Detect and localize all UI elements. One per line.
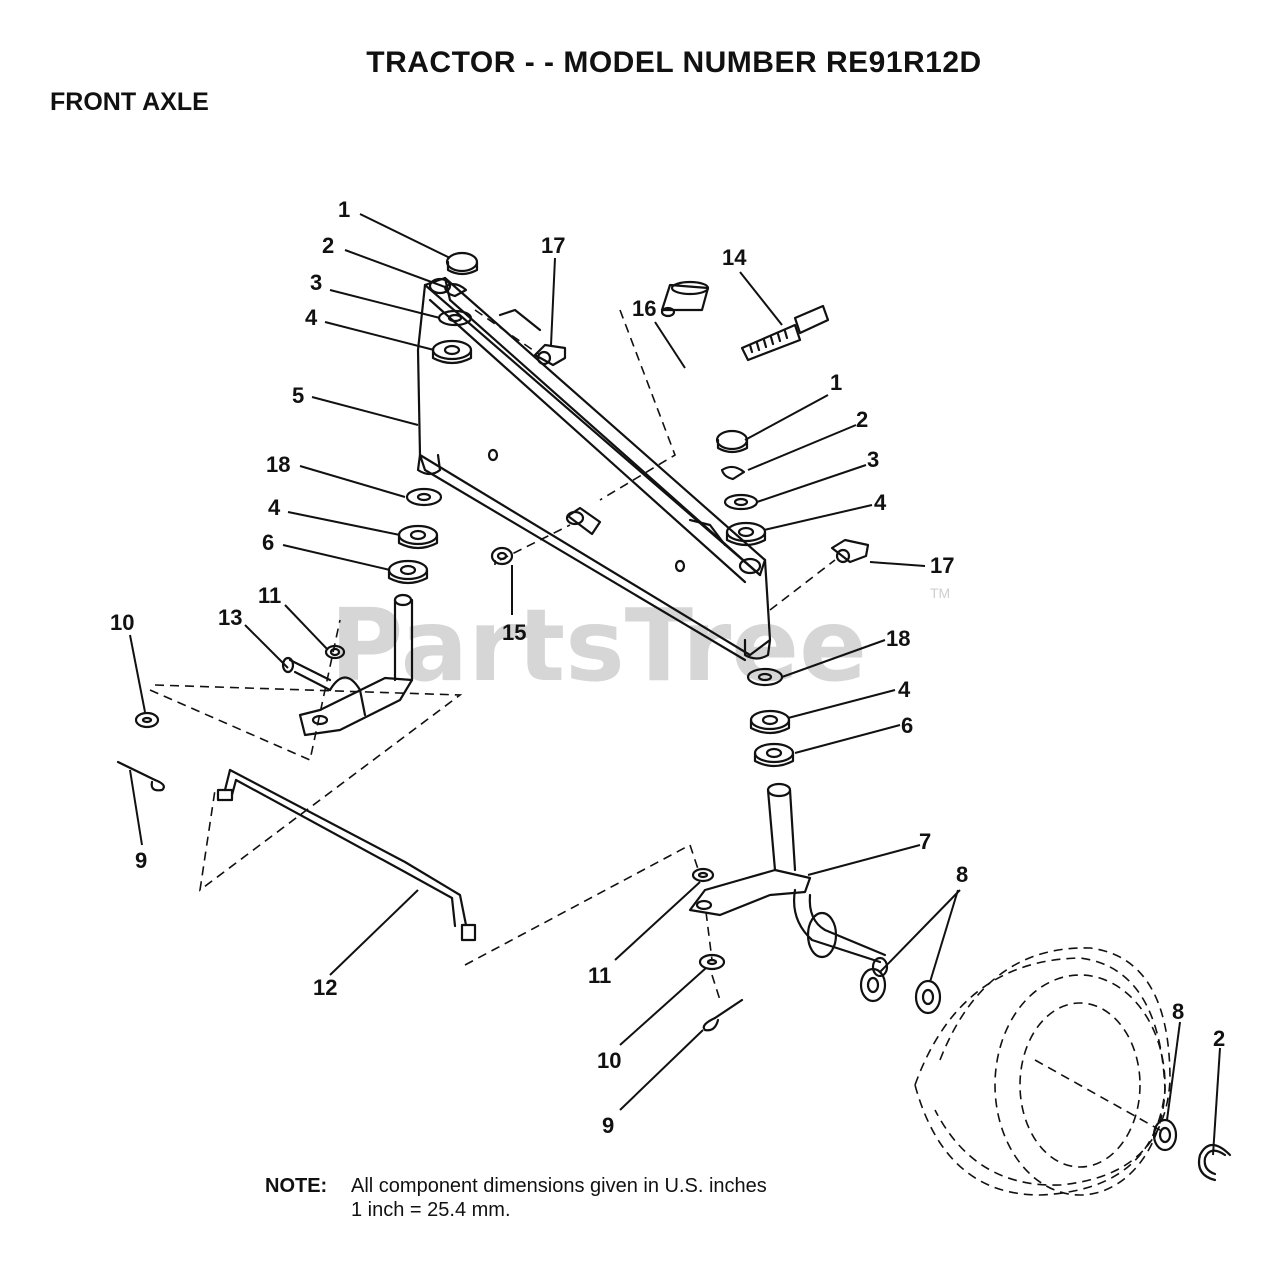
callout-6: 6 [262,530,274,555]
pivot-spacer [660,280,710,318]
page-title: TRACTOR - - MODEL NUMBER RE91R12D [366,46,982,79]
left-lower-stack [387,487,443,585]
wheel-outline [914,947,1171,1196]
right-lower-stack [746,667,795,768]
left-cotter-pin [116,760,165,792]
wheel-washers [859,967,1178,1152]
callout-15: 15 [502,620,526,645]
callout-4: 4 [305,305,318,330]
callout-labels: 1 2 3 4 5 18 4 6 11 13 10 9 12 17 16 14 … [110,197,1225,1138]
callout-10: 10 [597,1048,621,1073]
axle-beam [416,276,772,662]
callout-7: 7 [919,829,931,854]
callout-9: 9 [135,848,147,873]
callout-1: 1 [830,370,842,395]
callout-3: 3 [867,447,879,472]
callout-14: 14 [722,245,747,270]
callout-6: 6 [901,713,913,738]
note-line-2: 1 inch = 25.4 mm. [351,1199,511,1221]
callout-9: 9 [602,1113,614,1138]
callout-17: 17 [930,553,954,578]
callout-2: 2 [322,233,334,258]
right-upper-stack [715,429,767,547]
watermark-trademark: TM [930,585,950,601]
callout-5: 5 [292,383,304,408]
callout-8: 8 [1172,999,1184,1024]
grease-fitting-right [830,538,870,564]
note-label: NOTE: [265,1175,328,1197]
callout-11: 11 [258,583,281,608]
watermark-text: PartsTree [330,587,867,704]
left-spindle [281,593,414,737]
right-cotter-pin [702,998,744,1032]
right-washer-small [691,867,715,883]
callout-11: 11 [588,963,611,988]
callout-10: 10 [110,610,134,635]
callout-18: 18 [886,626,910,651]
phantom-lines [149,309,1161,1131]
drag-link [216,768,477,942]
callout-8: 8 [956,862,968,887]
callout-13: 13 [218,605,242,630]
leader-lines [129,213,1221,1156]
nut-washer [490,546,514,566]
section-title: FRONT AXLE [50,88,209,116]
callout-16: 16 [632,296,656,321]
pivot-bolt [740,304,830,362]
callout-2: 2 [1213,1026,1225,1051]
grease-fitting-left [533,343,567,367]
dimension-note: NOTE: All component dimensions given in U… [265,1174,767,1222]
left-washer [134,711,160,729]
callout-1: 1 [338,197,350,222]
note-line-1: All component dimensions given in U.S. i… [351,1175,767,1197]
right-spindle [688,782,889,978]
callout-18: 18 [266,452,290,477]
retaining-ring [1197,1143,1232,1182]
callout-3: 3 [310,270,322,295]
callout-17: 17 [541,233,565,258]
callout-2: 2 [856,407,868,432]
callout-4: 4 [874,490,887,515]
callout-4: 4 [268,495,281,520]
callout-12: 12 [313,975,337,1000]
callout-4: 4 [898,677,911,702]
